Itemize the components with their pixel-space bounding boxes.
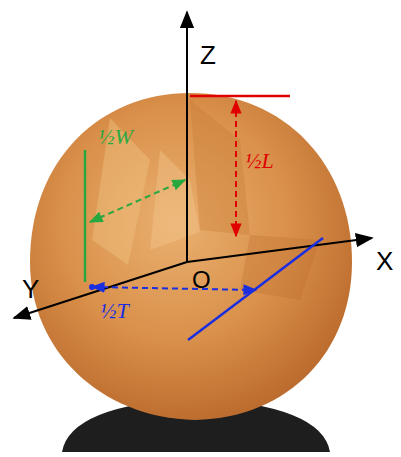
length-reference-line bbox=[190, 95, 290, 98]
origin-label: O bbox=[192, 268, 211, 292]
axis-label: Z bbox=[200, 42, 216, 68]
z-axis bbox=[186, 12, 188, 262]
dimension-label: ½W bbox=[98, 126, 133, 148]
axis-label: X bbox=[376, 248, 393, 274]
seed-facet bbox=[150, 150, 200, 250]
thickness-dimension bbox=[92, 287, 256, 290]
seed-facet bbox=[92, 118, 150, 265]
width-reference-line bbox=[84, 150, 87, 282]
dimension-label: ½T bbox=[100, 300, 129, 322]
x-axis bbox=[187, 238, 372, 262]
seed-facet bbox=[190, 100, 250, 235]
thickness-dot bbox=[89, 284, 95, 290]
seed-body bbox=[30, 93, 352, 420]
axis-label: Y bbox=[22, 276, 39, 302]
dimension-label: ½L bbox=[245, 150, 274, 172]
length-dimension bbox=[235, 101, 237, 236]
width-dimension bbox=[90, 180, 185, 222]
